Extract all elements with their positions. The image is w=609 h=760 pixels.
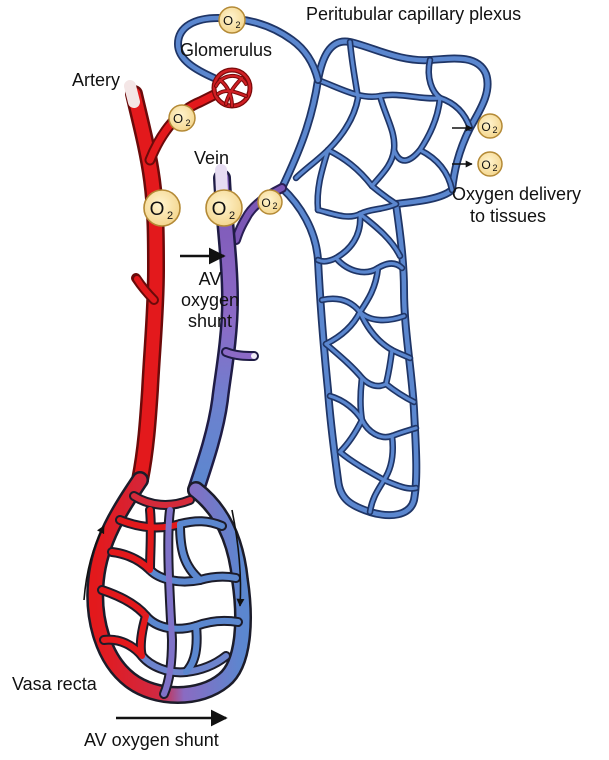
o2-subscript: 2	[229, 210, 235, 222]
av-shunt-upper-label-line3: shunt	[188, 311, 232, 331]
o2-symbol: O	[150, 199, 165, 220]
vasa-recta-label: Vasa recta	[12, 674, 98, 694]
av-shunt-upper-label-line2: oxygen	[181, 290, 239, 310]
av-shunt-upper-label-line1: AV	[199, 269, 222, 289]
vasa-recta	[95, 480, 243, 695]
oxygen-delivery-label-line2: to tissues	[470, 206, 546, 226]
o2-bubble-vein: O 2	[206, 190, 242, 226]
vein-label: Vein	[194, 148, 229, 168]
o2-bubble-delivery-1: O 2	[478, 114, 502, 138]
o2-bubble-artery: O 2	[144, 190, 180, 226]
o2-bubble-afferent: O 2	[169, 105, 195, 131]
oxygen-delivery-label-line1: Oxygen delivery	[452, 184, 581, 204]
o2-subscript: 2	[492, 163, 497, 173]
o2-subscript: 2	[167, 210, 173, 222]
av-shunt-bottom-label: AV oxygen shunt	[84, 730, 219, 750]
o2-symbol: O	[173, 111, 183, 126]
peritubular-plexus	[282, 41, 488, 515]
glomerulus	[214, 70, 250, 106]
o2-bubble-delivery-2: O 2	[478, 152, 502, 176]
o2-subscript: 2	[492, 125, 497, 135]
o2-subscript: 2	[272, 201, 277, 211]
o2-symbol: O	[212, 199, 227, 220]
o2-symbol: O	[481, 120, 490, 134]
o2-symbol: O	[261, 196, 270, 210]
o2-symbol: O	[223, 13, 233, 28]
artery-label: Artery	[72, 70, 120, 90]
peritubular-label: Peritubular capillary plexus	[306, 4, 521, 24]
o2-subscript: 2	[235, 20, 240, 30]
o2-subscript: 2	[185, 118, 190, 128]
o2-bubble-top: O 2	[219, 7, 245, 33]
o2-symbol: O	[481, 158, 490, 172]
glomerulus-label: Glomerulus	[180, 40, 272, 60]
o2-bubble-branch: O 2	[258, 190, 282, 214]
